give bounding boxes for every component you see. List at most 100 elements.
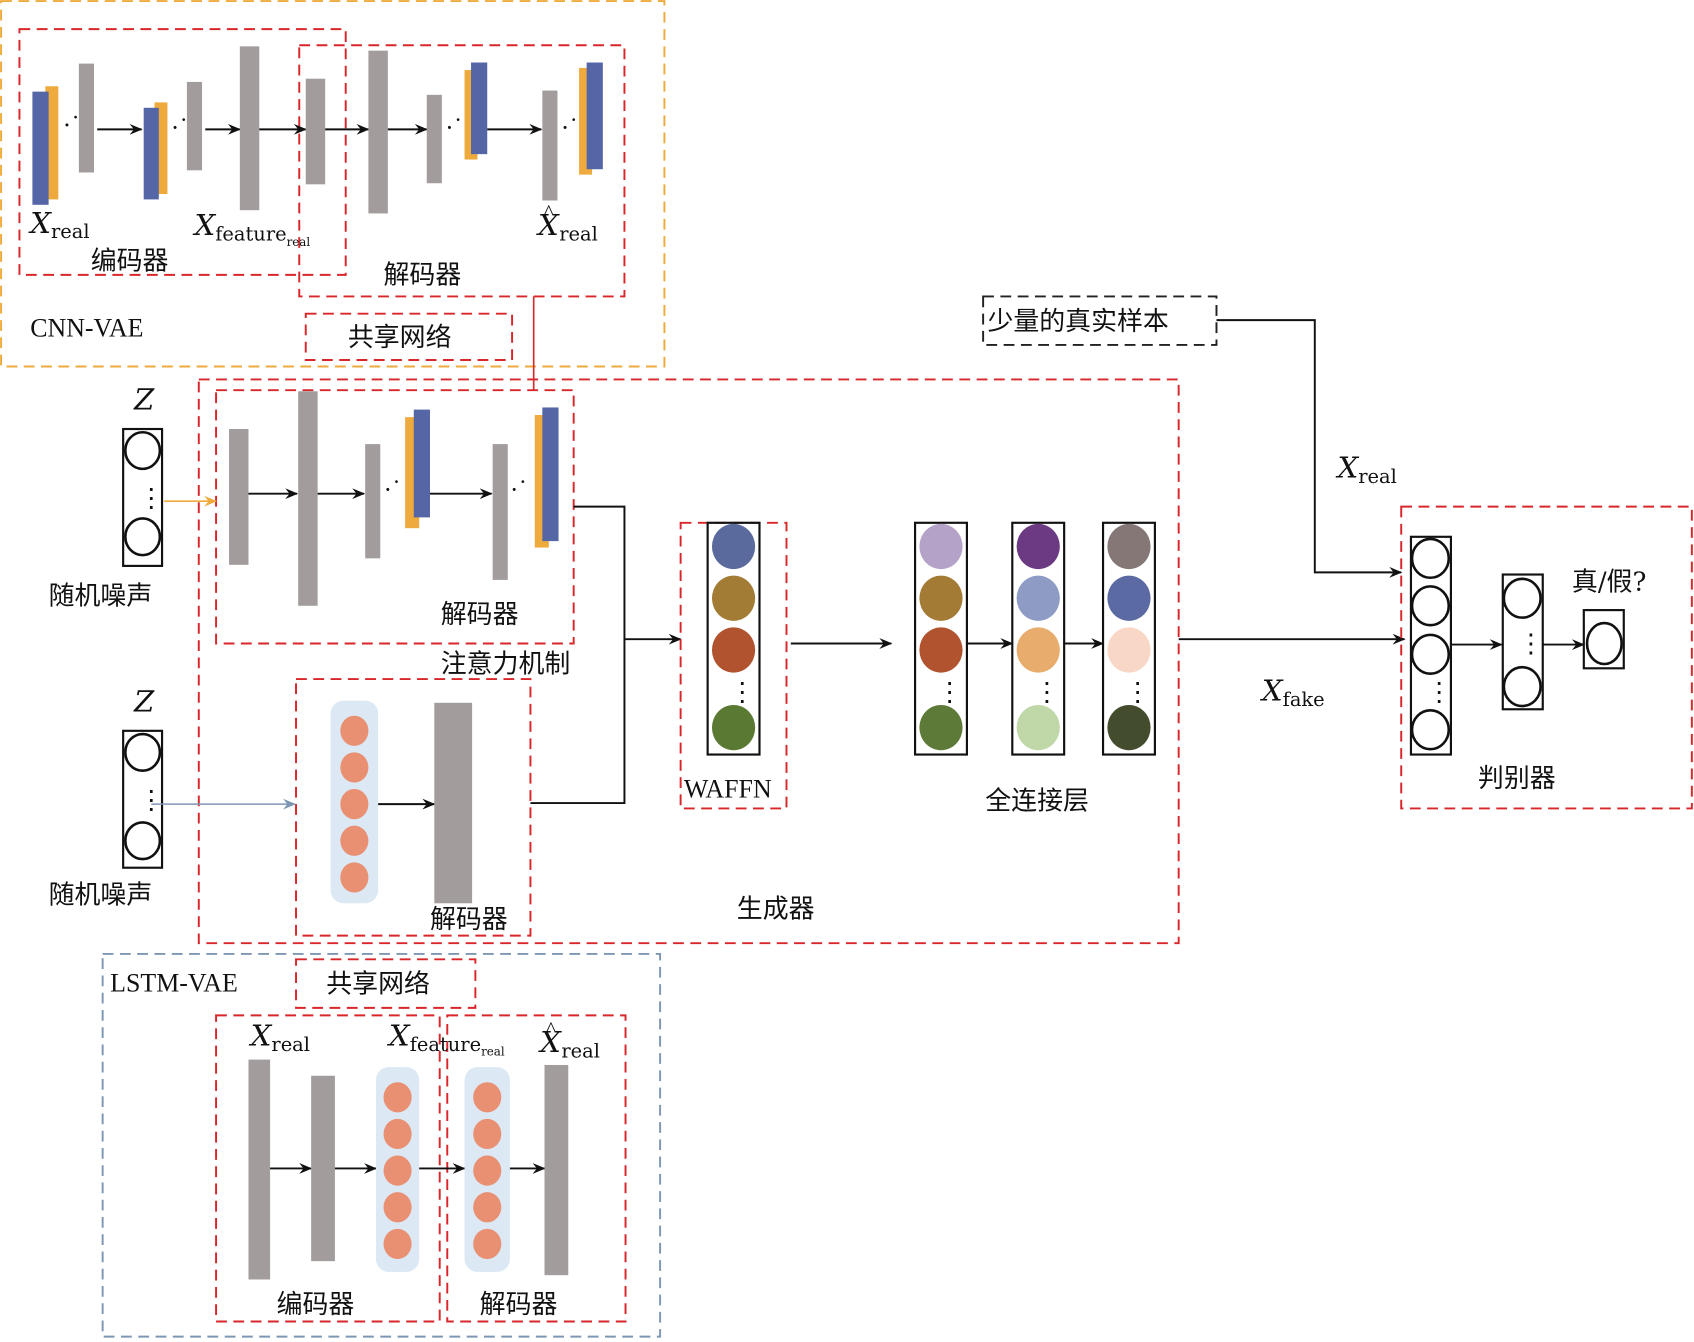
layer-bar xyxy=(492,444,508,580)
lstm-cell-node xyxy=(340,862,369,893)
fc-node xyxy=(1016,627,1060,673)
ellipsis-dots: ·˙ xyxy=(561,113,578,142)
x-hat-real-label: X^real xyxy=(538,1017,600,1063)
disc-node xyxy=(1410,633,1451,675)
waffn-node xyxy=(711,523,756,570)
ellipsis-dots: ⋮ xyxy=(1125,678,1151,707)
hat-mark: ^ xyxy=(546,1017,556,1041)
fc-node xyxy=(1107,627,1151,673)
fc-node xyxy=(919,627,963,673)
fc-node xyxy=(1107,575,1151,621)
ellipsis-dots: ⋮ xyxy=(138,484,164,513)
x-feature-label: Xfeaturereal xyxy=(387,1019,505,1059)
fc-layer-label: 全连接层 xyxy=(985,787,1089,817)
disc-node xyxy=(1410,585,1451,627)
layer-bar xyxy=(248,1059,271,1280)
lstm-vae-title: LSTM-VAE xyxy=(110,969,238,998)
fc-node xyxy=(919,575,963,621)
shared-network-box xyxy=(304,312,514,361)
noise-node xyxy=(124,732,162,773)
attention-decoder-label: 解码器 xyxy=(441,600,519,630)
generator-block: ·˙ ·˙ 解码器 注意力机制 Z ⋮ 随机噪声 Z ⋮ 随机噪声 解码器 xyxy=(49,378,1180,945)
fc-node xyxy=(919,704,963,751)
layer-bar xyxy=(78,63,94,173)
encoder-label: 编码器 xyxy=(277,1290,355,1320)
noise-vector xyxy=(122,427,164,567)
layer-bar xyxy=(311,1075,335,1262)
layer-bar xyxy=(298,391,318,606)
ellipsis-dots: ·˙ xyxy=(445,113,462,142)
lstm-vae-block: LSTM-VAE 共享网络 Xreal Xfeaturereal X^real … xyxy=(101,952,662,1338)
noise-z-label: Z xyxy=(133,684,155,718)
merge-connector xyxy=(530,505,626,805)
disc-node xyxy=(1410,537,1451,580)
ellipsis-dots: ⋮ xyxy=(937,678,963,707)
lstm-cell-node xyxy=(473,1118,502,1150)
discriminator-title: 判别器 xyxy=(1478,764,1556,794)
conv-layer-blue xyxy=(32,91,49,205)
discriminator-block: ⋮ ⋮ 真/假? 判别器 xyxy=(1400,505,1693,810)
fc-column xyxy=(913,521,968,756)
shared-network-label: 共享网络 xyxy=(326,970,430,1000)
fc-node xyxy=(919,523,963,570)
lstm-cell-node xyxy=(340,752,369,783)
real-samples-box xyxy=(982,295,1218,346)
ellipsis-dots: ⋮ xyxy=(729,678,755,707)
generator-border xyxy=(197,378,1180,945)
disc-output-column xyxy=(1582,609,1625,670)
disc-node xyxy=(1410,709,1451,751)
lstm-cell-node xyxy=(383,1082,412,1113)
noise-node xyxy=(124,517,162,557)
fc-node xyxy=(1016,575,1060,621)
attention-decoder-border xyxy=(215,389,575,645)
ellipsis-dots: ·˙ xyxy=(510,475,527,504)
lstm-cell-node xyxy=(473,1228,502,1260)
ellipsis-dots: ⋮ xyxy=(1518,629,1544,658)
ellipsis-dots: ·˙ xyxy=(63,111,80,140)
cnn-vae-border xyxy=(0,0,666,368)
ellipsis-dots: ⋮ xyxy=(138,785,164,814)
shared-network-box xyxy=(295,958,477,1009)
layer-bar xyxy=(365,444,381,559)
layer-bar xyxy=(186,81,203,171)
layer-bar xyxy=(426,94,442,184)
discriminator-border xyxy=(1400,505,1693,810)
lstm-cell-node xyxy=(383,1118,412,1150)
fc-node xyxy=(1107,523,1151,570)
layer-bar xyxy=(239,46,260,211)
lstm-cell-node xyxy=(473,1155,502,1186)
x-real-edge xyxy=(1216,319,1403,578)
noise-label: 随机噪声 xyxy=(49,582,153,612)
cnn-vae-title: CNN-VAE xyxy=(30,313,143,342)
waffn-node xyxy=(711,627,756,673)
x-real-label: Xreal xyxy=(28,206,89,243)
disc-input-column xyxy=(1409,535,1452,756)
lstm-decoder-border xyxy=(295,678,532,937)
conv-layer-blue xyxy=(542,407,559,542)
lstm-cell-node xyxy=(473,1192,502,1223)
fc-node xyxy=(1107,704,1151,751)
fc-node xyxy=(1016,523,1060,570)
fc-node xyxy=(1016,704,1060,751)
lstm-vae-border xyxy=(101,952,662,1338)
x-real-edge-label: Xreal xyxy=(1335,451,1396,488)
decoder-label: 解码器 xyxy=(384,261,462,291)
waffn-node xyxy=(711,575,756,621)
lstm-cell-node xyxy=(340,715,369,746)
lstm-cell-node xyxy=(340,825,369,856)
noise-node xyxy=(124,430,162,471)
lstm-cell-node xyxy=(473,1082,502,1113)
layer-bar xyxy=(229,429,249,565)
layer-bar xyxy=(434,702,473,904)
disc-output-node xyxy=(1585,621,1623,666)
x-hat-real-label: X^real xyxy=(536,200,598,246)
layer-bar xyxy=(542,90,558,201)
conv-layer-blue xyxy=(471,62,488,155)
ellipsis-dots: ⋮ xyxy=(1426,678,1452,707)
real-fake-label: 真/假? xyxy=(1572,568,1646,598)
waffn-label: WAFFN xyxy=(684,775,772,804)
x-fake-edge-label: Xfake xyxy=(1260,674,1325,711)
cnn-encoder-border xyxy=(18,28,347,276)
real-samples-label: 少量的真实样本 xyxy=(987,307,1168,337)
conv-layer-orange xyxy=(45,86,59,200)
